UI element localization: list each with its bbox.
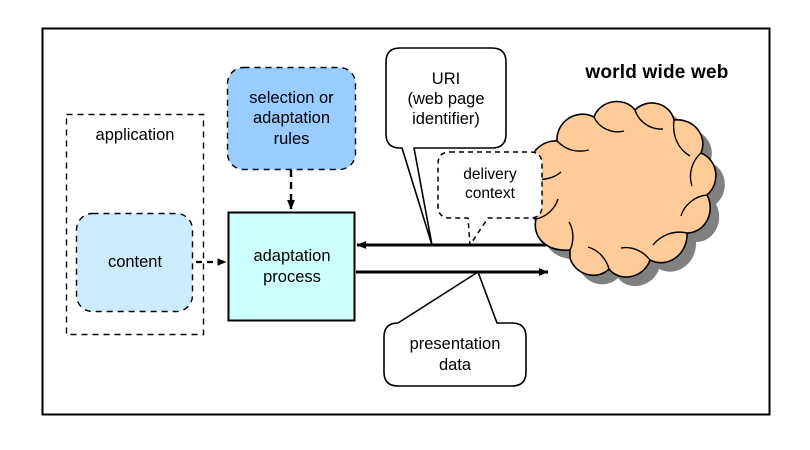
uri-callout[interactable] bbox=[385, 47, 507, 246]
selection-adaptation-rules-box[interactable] bbox=[226, 66, 357, 171]
outer-frame bbox=[41, 27, 771, 416]
application-group-box bbox=[65, 113, 205, 336]
presentation-data-callout[interactable] bbox=[383, 271, 527, 387]
delivery-context-callout[interactable] bbox=[437, 151, 543, 246]
content-box[interactable] bbox=[75, 212, 194, 313]
adaptation-process-box[interactable] bbox=[227, 211, 356, 322]
